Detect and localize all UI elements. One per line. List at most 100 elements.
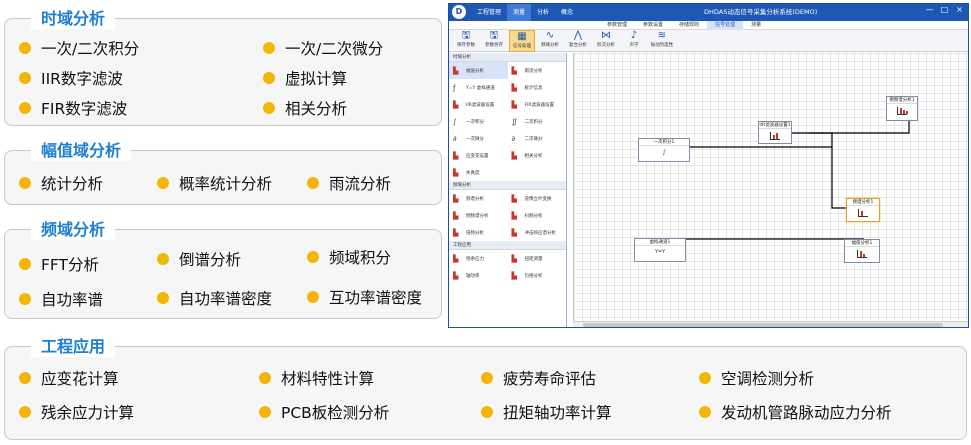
save-button[interactable]: 🖫保存参数 bbox=[453, 30, 479, 52]
save-as-button[interactable]: 🖫参数另存 bbox=[481, 30, 507, 52]
node-spectrum-analysis[interactable]: 频谱分析1 bbox=[846, 198, 880, 222]
tool-item[interactable]: ▙频谱分析 bbox=[453, 194, 484, 203]
sub-tab[interactable]: 测量 bbox=[751, 22, 762, 28]
feature-item: FIR数字滤波 bbox=[19, 97, 127, 119]
tool-item[interactable]: ▙包络分析 bbox=[511, 271, 543, 280]
menu-item[interactable]: 工程管理 bbox=[477, 9, 502, 16]
chart-icon: ▙ bbox=[511, 211, 517, 220]
feature-item: 应变花计算 bbox=[19, 367, 119, 389]
sub-tab[interactable]: 信号处理 bbox=[707, 21, 744, 30]
chart-icon: ▙ bbox=[453, 254, 459, 263]
acoustics-button[interactable]: ♪声学 bbox=[621, 30, 647, 52]
vibration-button[interactable]: ≋振动烈度性 bbox=[650, 30, 674, 48]
bullet-dot bbox=[307, 251, 319, 263]
chart-icon bbox=[897, 107, 908, 115]
derivative-icon: ∂ bbox=[511, 134, 516, 143]
feature-item: 相关分析 bbox=[263, 97, 347, 119]
chart-icon: ▙ bbox=[453, 211, 459, 220]
signal-process-button[interactable]: ▦信号处理 bbox=[509, 30, 535, 52]
tool-item[interactable]: ▙FIR滤波器设置 bbox=[511, 100, 555, 109]
engineering-panel: 工程应用 应变花计算 材料特性计算 疲劳寿命评估 空调检测分析 残余应力计算 P… bbox=[4, 337, 967, 440]
sub-tab[interactable]: 参数设置 bbox=[643, 22, 664, 28]
tool-group-header[interactable]: 频域分析 bbox=[449, 181, 566, 190]
chart-icon: ▙ bbox=[511, 194, 517, 203]
ear-icon: ♪ bbox=[630, 30, 638, 41]
scrollbar-thumb[interactable] bbox=[583, 323, 943, 327]
tool-item[interactable]: ▙IIR滤波器设置 bbox=[453, 100, 495, 109]
bullet-dot bbox=[481, 406, 493, 418]
tool-item[interactable]: ▙冲击响应谱分析 bbox=[511, 228, 557, 237]
composite-analysis-button[interactable]: ⋀复合分析 bbox=[565, 30, 591, 52]
tool-item[interactable]: ▙雨流分析 bbox=[511, 66, 543, 75]
bullet-dot bbox=[259, 406, 271, 418]
tool-item[interactable]: ∬二次积分 bbox=[511, 117, 543, 126]
tool-item[interactable]: ∫一次积分 bbox=[453, 117, 484, 126]
freq-icon: ∿ bbox=[545, 30, 555, 41]
bullet-dot bbox=[157, 177, 169, 189]
horizontal-scrollbar[interactable] bbox=[573, 321, 968, 327]
feature-item: 频域积分 bbox=[307, 246, 391, 268]
tool-item[interactable]: ▙幅值分析 bbox=[449, 62, 508, 79]
flow-canvas[interactable]: 一次积分1 ∫ IIR滤波器设置1 倒频谱分析1 频谱分析1 虚拟通道1 Y=Y… bbox=[573, 53, 968, 327]
node-virtual-channel[interactable]: 虚拟通道1 Y=Y bbox=[634, 238, 686, 262]
tool-group-header[interactable]: 时域分析 bbox=[449, 53, 566, 62]
menu-item[interactable]: 分析 bbox=[537, 9, 550, 16]
software-window: D 工程管理 测量 分析 概念 DHDAS动态信号采集分析系统(DEMO) — … bbox=[448, 3, 969, 328]
feature-item: FFT分析 bbox=[19, 253, 99, 275]
tool-item[interactable]: ▙扫频分析 bbox=[511, 211, 543, 220]
freq-analysis-button[interactable]: ∿频域分析 bbox=[537, 30, 563, 52]
tool-item[interactable]: ▙应变花设置 bbox=[453, 151, 489, 160]
tool-item[interactable]: ▙残余应力 bbox=[453, 254, 484, 263]
menu-item[interactable]: 测量 bbox=[507, 4, 532, 21]
tool-item[interactable]: ▙扭矩测量 bbox=[511, 254, 543, 263]
chart-icon: ▙ bbox=[453, 151, 459, 160]
bullet-dot bbox=[19, 372, 31, 384]
node-amplitude-analysis[interactable]: 幅值分析1 bbox=[844, 239, 880, 263]
chart-icon bbox=[770, 132, 780, 140]
close-icon[interactable]: × bbox=[956, 5, 963, 14]
node-iir-filter[interactable]: IIR滤波器设置1 bbox=[758, 121, 792, 144]
sub-tab[interactable]: 参数管理 bbox=[607, 22, 628, 28]
feature-item: 自功率谱 bbox=[19, 288, 103, 310]
minimize-icon[interactable]: — bbox=[925, 5, 934, 14]
tool-item[interactable]: ∂二次微分 bbox=[511, 134, 543, 143]
frequency-domain-panel: 频域分析 FFT分析 倒谱分析 频域积分 自功率谱 自功率谱密度 互功率谱密度 bbox=[4, 220, 442, 319]
feature-item: 残余应力计算 bbox=[19, 401, 134, 423]
tool-item[interactable]: ▙倍频分析 bbox=[453, 228, 484, 237]
bullet-dot bbox=[307, 177, 319, 189]
chart-icon: ▙ bbox=[511, 228, 517, 237]
tool-group-header[interactable]: 工程应用 bbox=[449, 241, 566, 250]
order-analysis-button[interactable]: ⋈阶次分析 bbox=[593, 30, 619, 52]
tool-item[interactable]: ▙轴功率 bbox=[453, 271, 480, 280]
amplitude-domain-panel: 幅值域分析 统计分析 概率统计分析 雨流分析 bbox=[4, 141, 442, 205]
tool-item[interactable]: ▙逆傅立叶变换 bbox=[511, 194, 552, 203]
title-bar: D 工程管理 测量 分析 概念 DHDAS动态信号采集分析系统(DEMO) — … bbox=[449, 4, 968, 21]
chart-icon: ▙ bbox=[511, 66, 517, 75]
chart-icon: ▙ bbox=[511, 100, 517, 109]
bullet-dot bbox=[19, 102, 31, 114]
feature-item: 一次/二次积分 bbox=[19, 37, 139, 59]
feature-item: IIR数字滤波 bbox=[19, 67, 123, 89]
bullet-dot bbox=[699, 406, 711, 418]
tool-item[interactable]: ▙倒频谱分析 bbox=[453, 211, 489, 220]
bullet-dot bbox=[263, 42, 275, 54]
bullet-dot bbox=[19, 293, 31, 305]
node-integral[interactable]: 一次积分1 ∫ bbox=[638, 138, 690, 162]
chart-icon: ▙ bbox=[511, 271, 517, 280]
tool-item[interactable]: ∂一次微分 bbox=[453, 134, 484, 143]
maximize-icon[interactable]: □ bbox=[940, 5, 949, 14]
vibration-icon: ≋ bbox=[657, 30, 667, 41]
feature-item: 材料特性计算 bbox=[259, 367, 374, 389]
menu-item[interactable]: 概念 bbox=[561, 9, 574, 16]
chart-icon: ▙ bbox=[511, 151, 517, 160]
bullet-dot bbox=[157, 253, 169, 265]
chart-icon: ▙ bbox=[453, 194, 459, 203]
tool-item[interactable]: ▙相关分析 bbox=[511, 151, 543, 160]
node-cepstrum[interactable]: 倒频谱分析1 bbox=[886, 96, 918, 121]
tool-item[interactable]: ▙失真度 bbox=[453, 168, 480, 177]
sub-tab[interactable]: 存储规则 bbox=[679, 22, 700, 28]
integral-icon: ∫ bbox=[453, 117, 457, 126]
tool-item[interactable]: ▙统计信息 bbox=[511, 83, 543, 92]
